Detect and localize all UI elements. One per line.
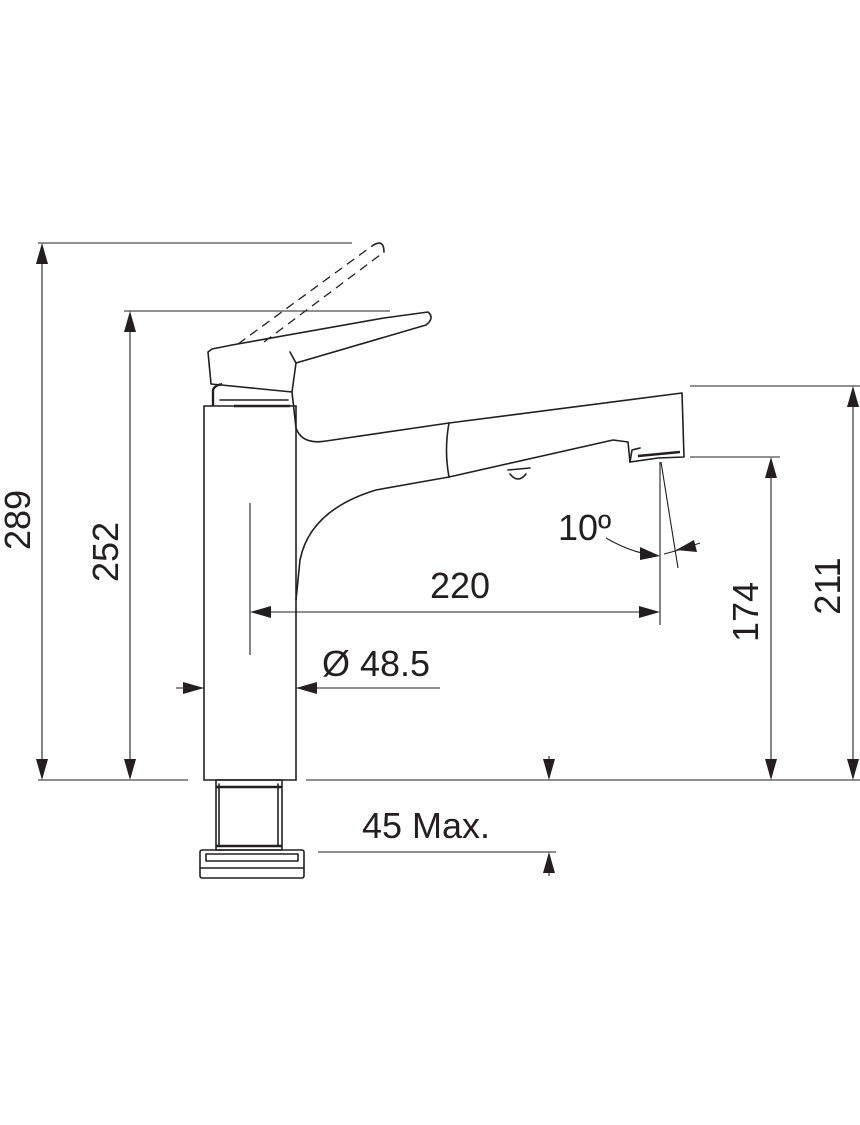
spray-angle-label: 10º [558,507,611,548]
dim-max-thickness: 45 Max. [362,756,555,876]
faucet-body [203,311,685,781]
dim-spout-top-height: 211 [807,386,859,780]
extension-lines [38,242,860,853]
overall-height-label: 289 [0,490,38,550]
dim-spray-angle: 10º [558,461,701,569]
max-thickness-label: 45 Max. [362,805,490,846]
spout-top-height-label: 211 [807,557,848,614]
mounting-shank [199,779,305,879]
dim-spout-outlet-height: 174 [725,457,777,780]
lever-alt-position [237,242,385,345]
dim-overall-height: 289 [0,243,48,780]
spout-outlet-height-label: 174 [725,582,766,642]
body-diameter-label: Ø 48.5 [322,643,430,684]
dim-lever-height: 252 [85,311,136,780]
dim-body-diameter: Ø 48.5 [176,643,440,694]
spout-reach-label: 220 [430,565,490,606]
dim-spout-reach: 220 [250,565,660,618]
lever-height-label: 252 [85,522,126,582]
